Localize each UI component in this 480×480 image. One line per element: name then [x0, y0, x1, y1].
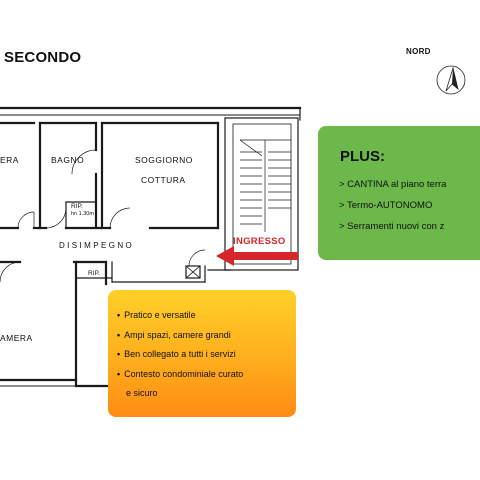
room-label-rip-lower: RIP.	[88, 270, 100, 277]
plus-box: PLUS: > CANTINA al piano terra > Termo-A…	[318, 126, 480, 260]
floor-title: SECONDO	[4, 49, 82, 66]
room-label-soggiorno: SOGGIORNO	[135, 155, 193, 165]
feature-text: Contesto condominiale curato	[124, 368, 244, 379]
feature-item: •Contesto condominiale curato e sicuro	[117, 368, 243, 399]
room-label-camera-bottom: AMERA	[0, 333, 33, 343]
features-list: •Pratico e versatile •Ampi spazi, camere…	[117, 309, 243, 406]
bullet-icon: •	[117, 310, 121, 320]
bullet-icon: •	[117, 329, 121, 340]
feature-text: Ben collegato a tutti i servizi	[124, 349, 236, 360]
feature-text: Pratico e versatile	[124, 310, 196, 320]
left-arrow-icon	[216, 246, 298, 266]
plus-title: PLUS:	[340, 148, 385, 165]
entrance-label: INGRESSO	[233, 236, 286, 247]
plus-list: > CANTINA al piano terra > Termo-AUTONOM…	[339, 179, 446, 242]
north-arrow-icon	[436, 65, 466, 95]
feature-item: •Pratico e versatile	[117, 309, 243, 321]
plus-item: > CANTINA al piano terra	[339, 179, 447, 190]
bullet-icon: •	[117, 349, 121, 360]
feature-item: •Ben collegato a tutti i servizi	[117, 348, 243, 360]
stair-steps	[239, 139, 291, 232]
feature-text-continuation: e sicuro	[126, 387, 158, 398]
north-label: NORD	[406, 47, 431, 56]
plus-item: > Termo-AUTONOMO	[339, 200, 433, 211]
plus-item: > Serramenti nuovi con z	[339, 221, 445, 232]
room-label-camera-top: ERA	[0, 155, 19, 165]
room-label-bagno: BAGNO	[51, 155, 85, 165]
feature-text: Ampi spazi, camere grandi	[124, 329, 231, 340]
room-label-rip-upper-height: hn 1.30m	[71, 211, 94, 217]
features-box: •Pratico e versatile •Ampi spazi, camere…	[108, 290, 296, 417]
room-label-disimpegno: DISIMPEGNO	[59, 241, 135, 250]
bullet-icon: •	[117, 368, 121, 379]
feature-item: •Ampi spazi, camere grandi	[117, 329, 243, 341]
room-label-cottura: COTTURA	[141, 175, 186, 185]
stairwell	[224, 117, 299, 271]
door-swings	[0, 149, 206, 283]
room-label-rip-upper: RIP.	[71, 203, 83, 210]
